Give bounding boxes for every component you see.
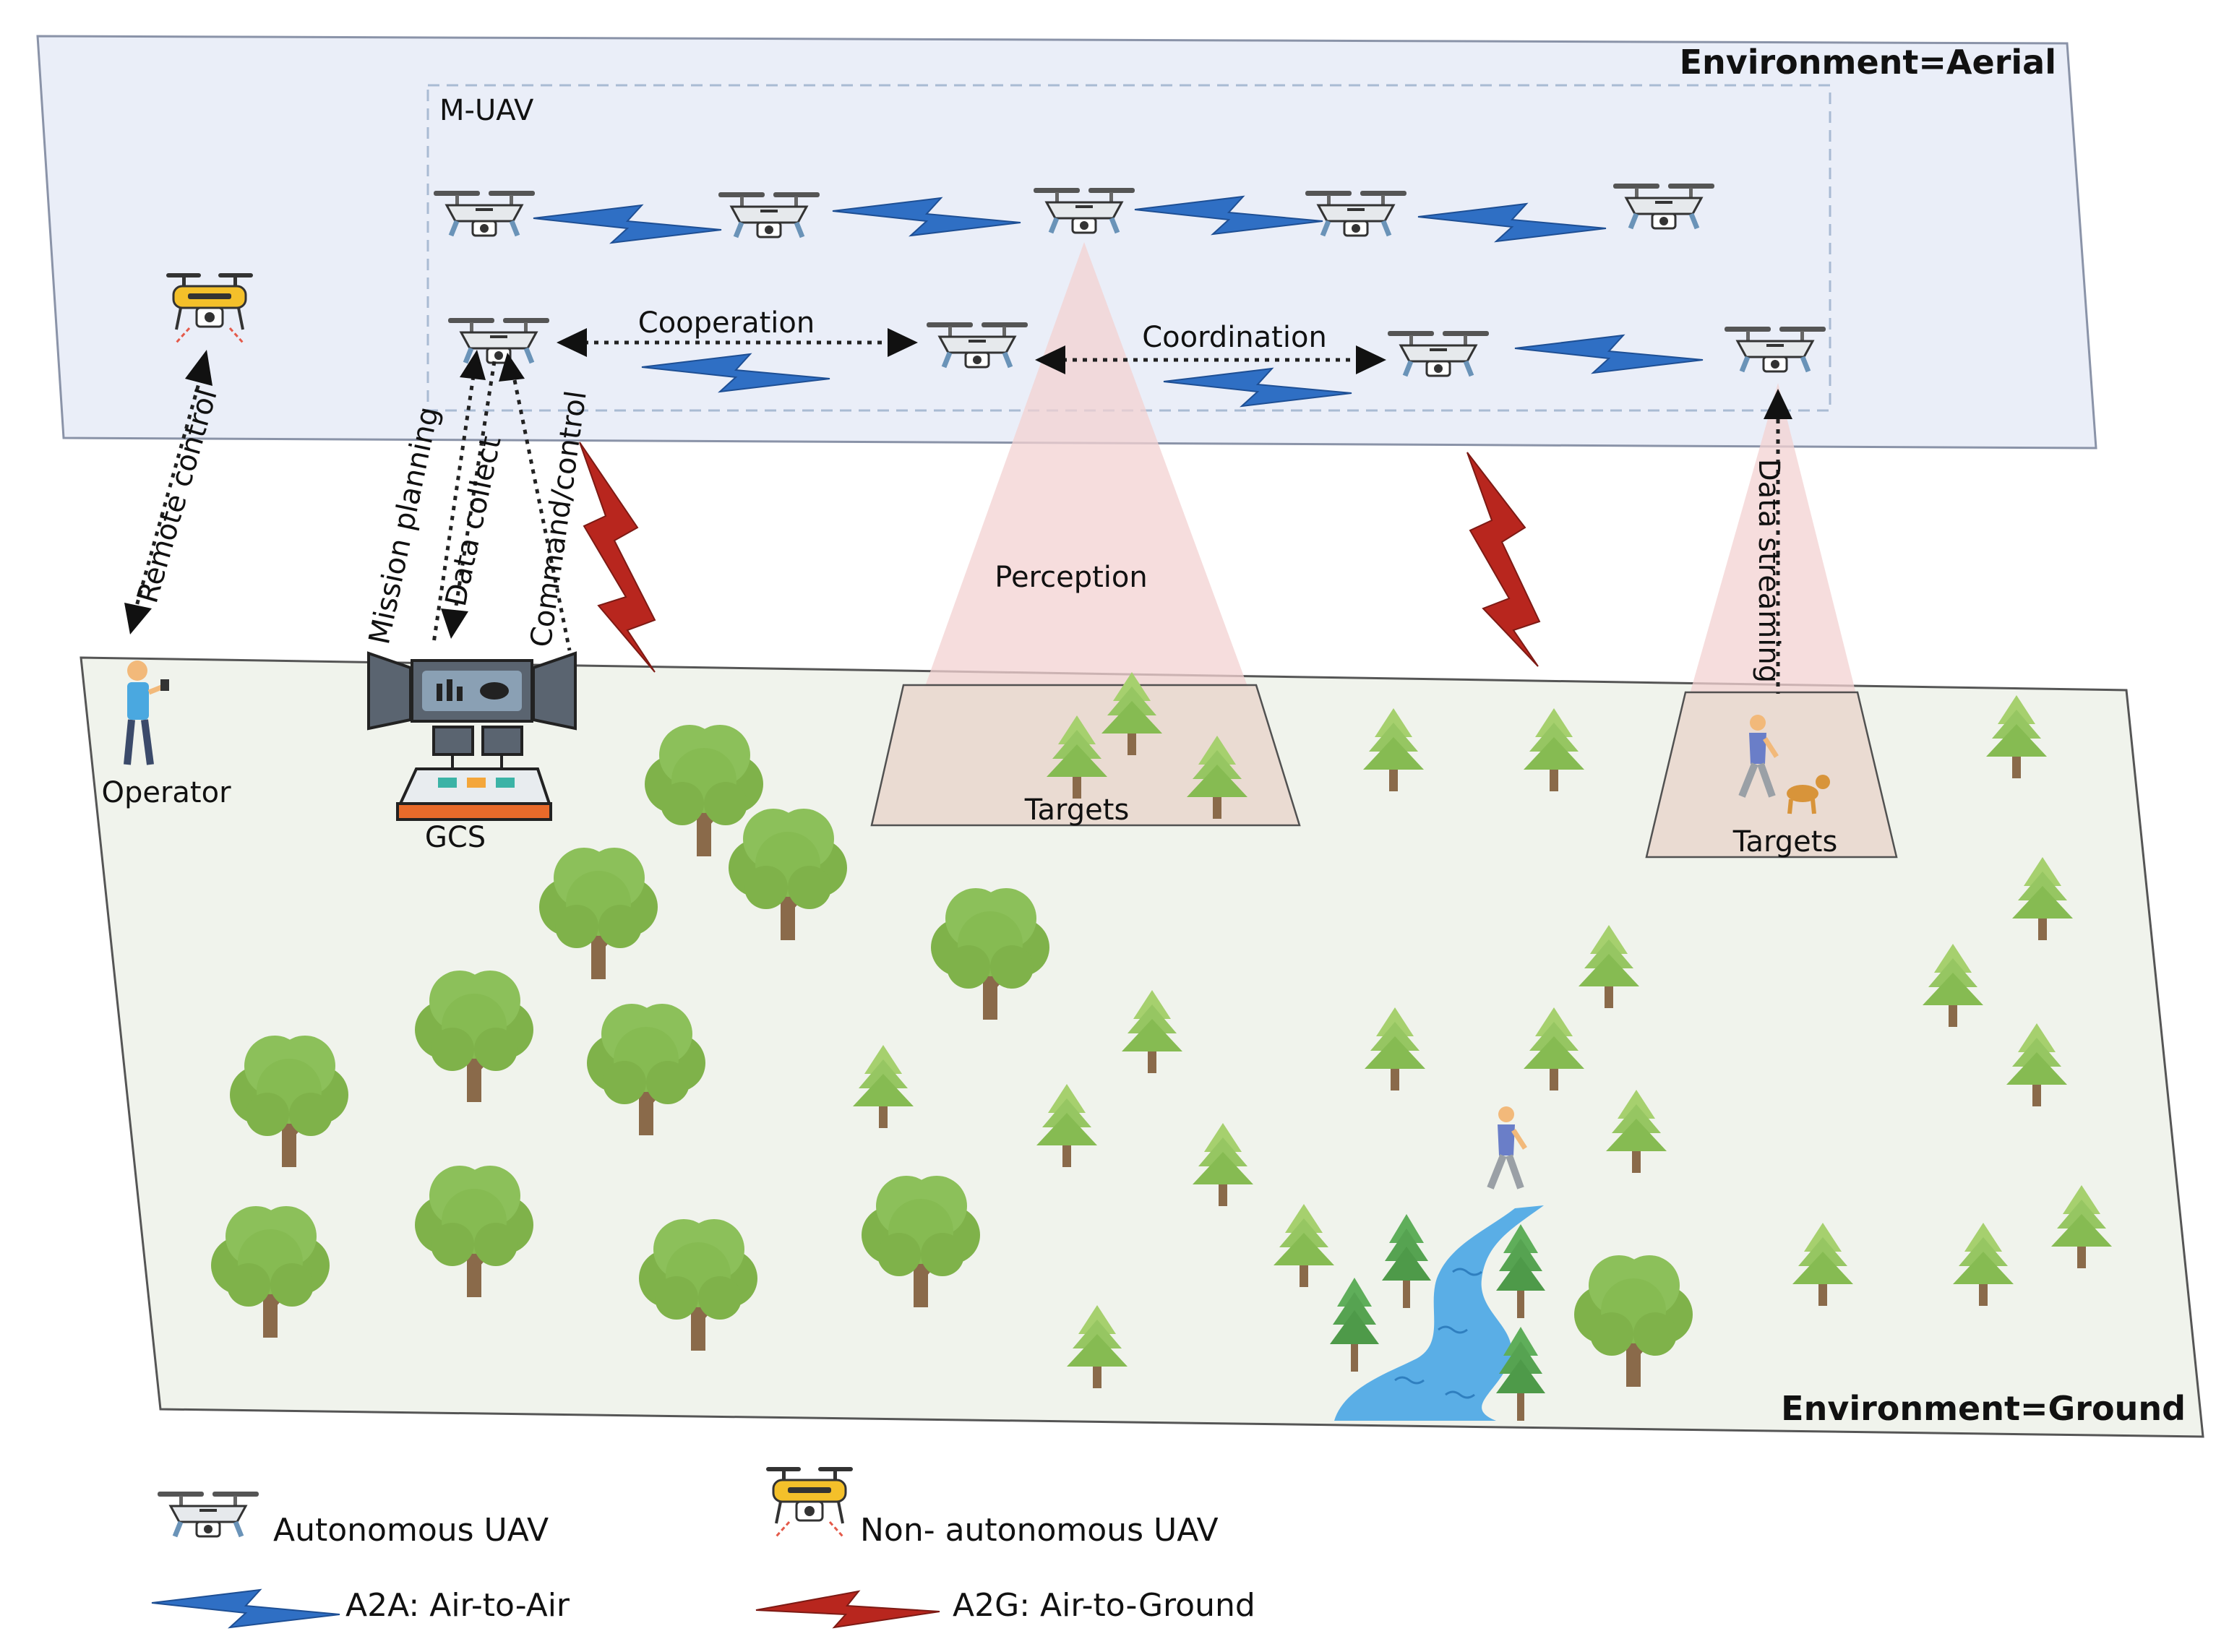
ground-environment-label: Environment=Ground <box>1781 1389 2186 1428</box>
legend-non-autonomous-uav-icon <box>765 1466 854 1538</box>
data-streaming-label: Data streaming <box>1752 459 1785 683</box>
aerial-environment-label: Environment=Aerial <box>1680 43 2056 82</box>
arrowhead-icon <box>1356 345 1386 374</box>
perception-cone-right <box>1690 383 1856 694</box>
legend-a2g-label: A2G: Air-to-Ground <box>953 1587 1255 1624</box>
arrowhead-icon <box>185 350 212 386</box>
dog-icon <box>1787 775 1830 814</box>
targets-label-left: Targets <box>1024 793 1130 827</box>
coordination-label: Coordination <box>1142 321 1327 354</box>
mission-planning-arrow-line <box>431 375 476 644</box>
gcs-icon <box>367 651 577 821</box>
targets-area-right <box>1645 691 1898 859</box>
arrowhead-icon <box>499 353 525 382</box>
arrowhead-icon <box>441 608 468 639</box>
arrowhead-icon <box>1764 389 1792 419</box>
arrowhead-icon <box>888 328 918 357</box>
arrowhead-icon <box>557 328 587 357</box>
a2g-link-icon <box>579 442 656 673</box>
m-uav-label: M-UAV <box>439 94 534 127</box>
legend-a2a-link-icon <box>151 1589 340 1628</box>
operator-label: Operator <box>101 776 231 809</box>
legend-autonomous-label: Autonomous UAV <box>273 1512 549 1549</box>
legend-a2g-link-icon <box>755 1590 940 1629</box>
perception-label: Perception <box>995 561 1147 594</box>
gcs-label: GCS <box>425 821 486 854</box>
legend-non-autonomous-label: Non- autonomous UAV <box>860 1512 1219 1549</box>
arrowhead-icon <box>124 603 152 634</box>
legend-autonomous-uav-icon <box>158 1492 259 1536</box>
targets-label-right: Targets <box>1732 825 1838 859</box>
data-collect-label: Data collect <box>439 434 508 610</box>
river-icon <box>1334 1205 1544 1421</box>
operator-icon <box>124 661 169 765</box>
arrowhead-icon <box>1035 345 1065 374</box>
arrowhead-icon <box>460 350 486 380</box>
a2g-link-icon <box>1466 452 1541 667</box>
legend-a2a-label: A2A: Air-to-Air <box>345 1587 570 1624</box>
perception-cone-left <box>924 242 1249 690</box>
data-collect-arrow-line <box>453 361 497 611</box>
cooperation-label: Cooperation <box>638 306 815 340</box>
river-waves <box>1394 1268 1482 1399</box>
